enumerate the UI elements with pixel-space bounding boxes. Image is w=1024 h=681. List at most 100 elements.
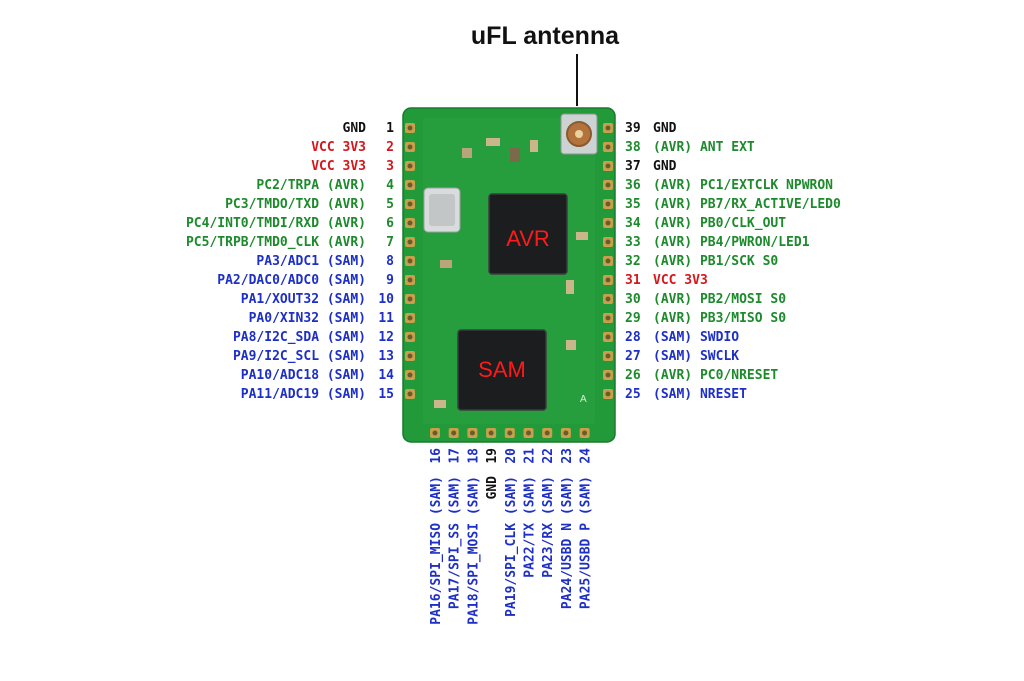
pin-label: PC5/TRPB/TMD0_CLK (AVR) (186, 235, 366, 250)
pin-label: PC2/TRPA (AVR) (256, 178, 366, 193)
pin-number: 29 (625, 311, 641, 326)
pin-number: 7 (386, 235, 394, 250)
pad-hole (605, 125, 611, 131)
pin-label: GND (653, 159, 677, 174)
passive-component (440, 260, 452, 268)
pad-hole (605, 220, 611, 226)
passive-component (434, 400, 446, 408)
pad-hole (488, 430, 494, 436)
avr-chip-label: AVR (506, 226, 550, 251)
board-marking: A (580, 394, 587, 405)
pad-hole (605, 182, 611, 188)
pin-number: 18 (466, 448, 481, 464)
pin-number: 33 (625, 235, 641, 250)
passive-component (530, 140, 538, 152)
module-board: AVR SAM A (402, 107, 616, 443)
pin-number: 30 (625, 292, 641, 307)
pad-hole (407, 125, 413, 131)
pin-label: PA16/SPI_MISO (SAM) (429, 476, 444, 625)
pad-hole (407, 239, 413, 245)
pad-hole (507, 430, 513, 436)
pin-number: 11 (378, 311, 394, 326)
pin-number: 31 (625, 273, 641, 288)
pin-label: (AVR) PB2/MOSI S0 (653, 292, 786, 307)
pin-number: 25 (625, 387, 641, 402)
passive-component (462, 148, 472, 158)
pin-label: PA17/SPI_SS (SAM) (448, 476, 463, 609)
pad-hole (582, 430, 588, 436)
pad-hole (469, 430, 475, 436)
antenna-leader-line (576, 54, 578, 106)
pad-hole (407, 220, 413, 226)
pin-label: PA18/SPI_MOSI (SAM) (466, 476, 481, 625)
pin-label: PA1/XOUT32 (SAM) (241, 292, 366, 307)
pin-number: 21 (523, 448, 538, 464)
pin-number: 38 (625, 140, 641, 155)
pin-label: PA9/I2C_SCL (SAM) (233, 349, 366, 364)
pad-hole (407, 315, 413, 321)
pin-label: PA10/ADC18 (SAM) (241, 368, 366, 383)
pad-hole (407, 353, 413, 359)
avr-chip (488, 193, 568, 275)
pin-label: GND (485, 476, 500, 500)
pad-hole (605, 353, 611, 359)
pin-number: 2 (386, 140, 394, 155)
passive-component (486, 138, 500, 146)
pin-label: (AVR) PB1/SCK S0 (653, 254, 778, 269)
pad-hole (407, 182, 413, 188)
pad-hole (407, 277, 413, 283)
pin-number: 28 (625, 330, 641, 345)
pad-hole (407, 258, 413, 264)
pin-number: 8 (386, 254, 394, 269)
pin-label: PA22/TX (SAM) (523, 476, 538, 578)
pin-number: 34 (625, 216, 641, 231)
pin-number: 3 (386, 159, 394, 174)
pad-hole (605, 258, 611, 264)
pin-label: GND (653, 121, 677, 136)
pad-hole (605, 372, 611, 378)
pad-hole (407, 334, 413, 340)
ufl-connector-pin (575, 130, 583, 138)
pin-number: 37 (625, 159, 641, 174)
pin-label: PA24/USBD N (SAM) (560, 476, 575, 609)
pad-hole (432, 430, 438, 436)
pin-label: VCC 3V3 (311, 140, 366, 155)
pad-hole (407, 144, 413, 150)
pin-number: 10 (378, 292, 394, 307)
crystal-top (429, 194, 455, 226)
passive-component (576, 232, 588, 240)
pin-label: (AVR) PB7/RX_ACTIVE/LED0 (653, 197, 841, 212)
pin-label: PA25/USBD P (SAM) (579, 476, 594, 609)
pin-number: 9 (386, 273, 394, 288)
pad-hole (605, 277, 611, 283)
pad-hole (407, 201, 413, 207)
sam-chip (457, 329, 547, 411)
pad-hole (407, 372, 413, 378)
pad-hole (526, 430, 531, 436)
pin-number: 23 (560, 448, 575, 464)
pad-hole (605, 315, 611, 321)
pin-number: 22 (541, 448, 556, 464)
passive-component (566, 280, 574, 294)
pad-hole (544, 430, 550, 436)
pin-label: VCC 3V3 (311, 159, 366, 174)
pin-number: 27 (625, 349, 641, 364)
pad-hole (407, 163, 413, 169)
pin-label: PA0/XIN32 (SAM) (249, 311, 366, 326)
pin-label: PA2/DAC0/ADC0 (SAM) (217, 273, 366, 288)
pad-hole (407, 296, 413, 302)
pin-label: VCC 3V3 (653, 273, 708, 288)
pin-label: PA3/ADC1 (SAM) (256, 254, 366, 269)
pin-number: 6 (386, 216, 394, 231)
pad-hole (605, 391, 611, 397)
castellated-pads (405, 123, 613, 438)
pin-number: 4 (386, 178, 394, 193)
passive-component (510, 148, 520, 162)
pin-label: PC3/TMDO/TXD (AVR) (225, 197, 366, 212)
pin-label: (SAM) NRESET (653, 387, 747, 402)
pin-label: (SAM) SWDIO (653, 330, 739, 345)
pin-label: (AVR) PC1/EXTCLK NPWRON (653, 178, 833, 193)
pad-hole (451, 430, 457, 436)
